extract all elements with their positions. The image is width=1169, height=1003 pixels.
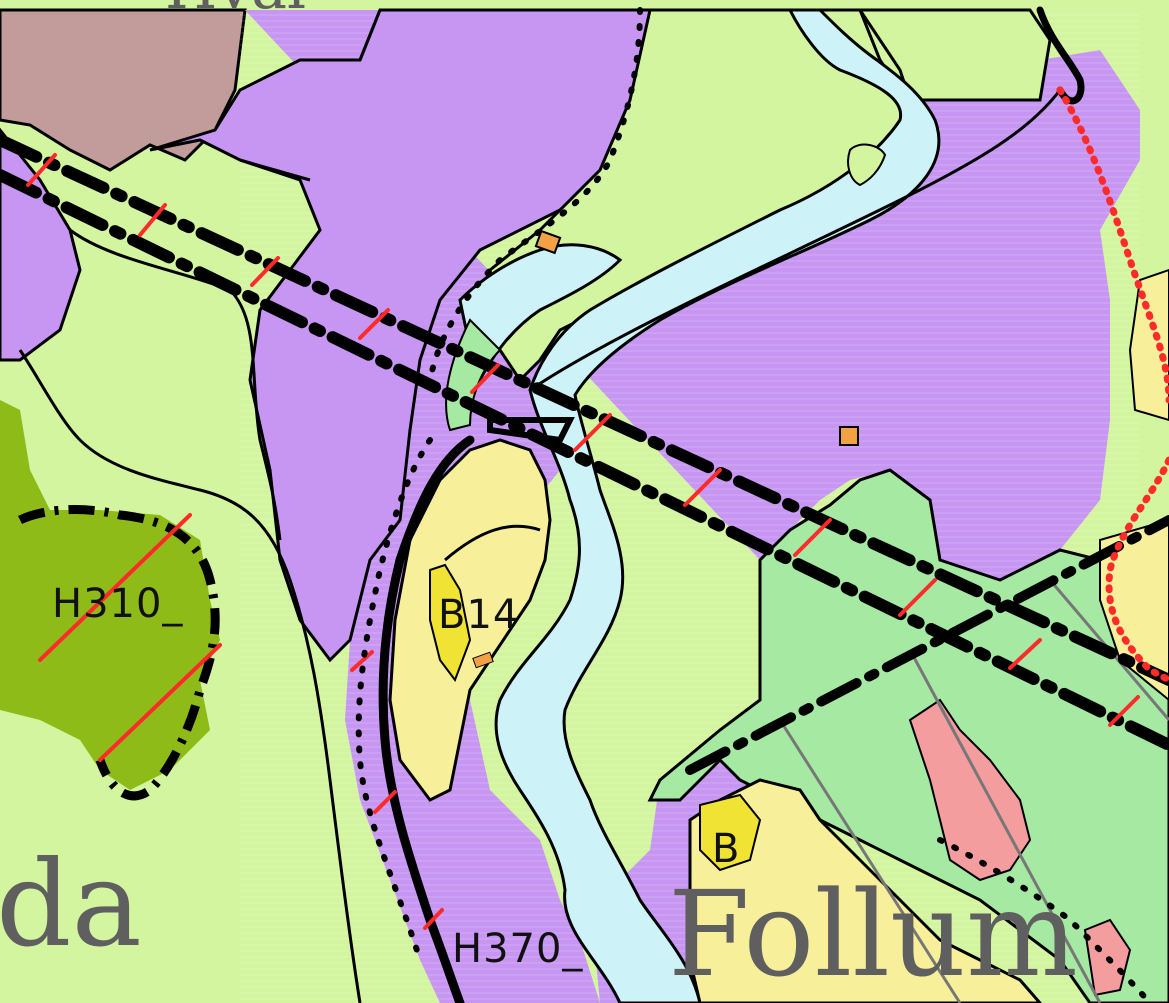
power-line-corridor [0, 134, 1169, 775]
orange-marker-north [534, 229, 562, 255]
housing-area-east-edge [1128, 268, 1169, 422]
red-dotted-hazard-boundary [1056, 86, 1169, 684]
housing-area-southeast [688, 778, 1042, 1003]
zone-label-b14: B14 [438, 592, 519, 638]
brown-zone [0, 8, 247, 172]
orange-marker-east [839, 426, 859, 446]
housing-area-b-core [699, 793, 762, 872]
agriculture-area-northeast [857, 8, 1052, 102]
dotted-boundaries [355, 7, 1153, 1003]
zone-label-h370: H370_ [452, 926, 583, 972]
housing-area-b14-core [429, 563, 472, 683]
zone-label-b-small: B [712, 826, 740, 872]
hazard-boundary-h310 [17, 505, 220, 801]
place-label-east: Follum [668, 865, 1078, 1003]
housing-area-b14 [388, 438, 552, 802]
place-label-west: da [0, 835, 142, 973]
river [494, 8, 941, 1003]
river-island [847, 143, 887, 187]
zone-label-h310: H310_ [52, 581, 183, 627]
orange-marker-south [472, 651, 494, 669]
place-label-top: Hval [165, 0, 306, 23]
green-zone-east [647, 468, 1169, 1003]
hazard-red-ticks [26, 153, 1140, 930]
parcel-boundaries [18, 9, 1062, 1003]
